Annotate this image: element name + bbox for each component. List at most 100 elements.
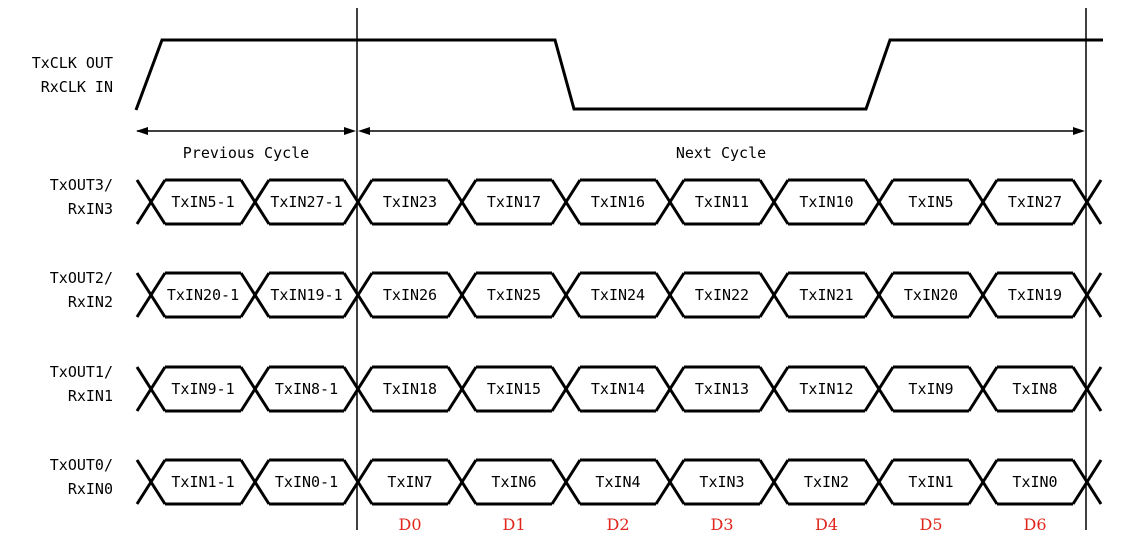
lane-3-transition-1-b: [239, 459, 271, 505]
lane-2-transition-2-b: [342, 366, 374, 412]
lane-2-transition-0-b: [135, 366, 167, 412]
lane-1-cell-1: TxIN19-1: [270, 286, 342, 304]
lane-0-cell-3: TxIN17: [487, 193, 541, 211]
bit-label-4: D4: [815, 515, 838, 534]
lane-2-transition-9-b: [1071, 366, 1103, 412]
bit-position-labels: D0 D1 D2 D3 D4 D5 D6: [398, 515, 1046, 534]
lane-1-transition-7-b: [863, 272, 895, 318]
previous-cycle-label: Previous Cycle: [183, 144, 309, 162]
lane-3-cell-5: TxIN3: [699, 473, 744, 491]
lane-3-label-line-2: RxIN0: [68, 480, 113, 498]
lane-3-cell-0: TxIN1-1: [171, 473, 234, 491]
lane-1-transition-6-b: [758, 272, 790, 318]
lane-0-transition-3-b: [446, 179, 478, 225]
lane-1-cell-3: TxIN25: [487, 286, 541, 304]
lane-0-cell-5: TxIN11: [695, 193, 749, 211]
lane-2: TxOUT1/RxIN1 TxIN9-1 TxIN8-1 TxIN18 TxIN15 Tx…: [50, 363, 1103, 413]
lane-3-transition-9-b: [1071, 459, 1103, 505]
lane-3-transition-3-b: [446, 459, 478, 505]
bit-label-0: D0: [398, 515, 421, 534]
lane-2-transition-7-b: [863, 366, 895, 412]
lane-3-cell-6: TxIN2: [804, 473, 849, 491]
lane-1-cell-2: TxIN26: [383, 286, 437, 304]
lane-0-transition-0-b: [135, 179, 167, 225]
lane-3-transition-2-b: [342, 459, 374, 505]
next-cycle-arrow-left: [358, 127, 370, 135]
lane-3-cell-3: TxIN6: [491, 473, 536, 491]
clock-waveform: [134, 38, 1103, 111]
lane-2-transition-6-b: [758, 366, 790, 412]
lane-2-cell-8: TxIN8: [1012, 380, 1057, 398]
lane-2-transition-8-b: [967, 366, 999, 412]
lane-2-label-line-2: RxIN1: [68, 387, 113, 405]
lane-2-cell-1: TxIN8-1: [275, 380, 338, 398]
lane-0-cell-8: TxIN27: [1008, 193, 1062, 211]
lane-1-transition-2-b: [342, 272, 374, 318]
previous-cycle-span: Previous Cycle: [136, 127, 356, 162]
next-cycle-span: Next Cycle: [358, 127, 1085, 162]
lane-3-cell-8: TxIN0: [1012, 473, 1057, 491]
lane-2-transition-3-b: [446, 366, 478, 412]
lane-0-transition-1-b: [239, 179, 271, 225]
lane-3-cell-4: TxIN4: [595, 473, 640, 491]
lane-0-transition-2-b: [342, 179, 374, 225]
lane-0-cell-4: TxIN16: [591, 193, 645, 211]
lane-1-cell-7: TxIN20: [904, 286, 958, 304]
lane-0-cell-7: TxIN5: [908, 193, 953, 211]
lane-1-cell-0: TxIN20-1: [167, 286, 239, 304]
lane-3-cell-7: TxIN1: [908, 473, 953, 491]
lane-1: TxOUT2/RxIN2 TxIN20-1 TxIN19-1 TxIN26 TxIN25…: [50, 269, 1103, 319]
lane-0-transition-8-b: [967, 179, 999, 225]
lane-2-cell-7: TxIN9: [908, 380, 953, 398]
lane-1-cell-8: TxIN19: [1008, 286, 1062, 304]
lane-3-transition-4-b: [550, 459, 582, 505]
lane-1-label-line-2: RxIN2: [68, 293, 113, 311]
lane-0-cell-2: TxIN23: [383, 193, 437, 211]
lane-2-label-line-1: TxOUT1/: [50, 363, 113, 381]
lane-3-cell-2: TxIN7: [387, 473, 432, 491]
lane-2-transition-1-b: [239, 366, 271, 412]
next-cycle-label: Next Cycle: [676, 144, 766, 162]
lane-3-transition-0-b: [135, 459, 167, 505]
lane-0-cell-0: TxIN5-1: [171, 193, 234, 211]
previous-cycle-arrow-right: [344, 127, 356, 135]
bit-label-5: D5: [919, 515, 942, 534]
lane-0-transition-4-b: [550, 179, 582, 225]
lane-1-transition-8-b: [967, 272, 999, 318]
lane-1-transition-5-b: [654, 272, 686, 318]
lane-2-cell-6: TxIN12: [799, 380, 853, 398]
lane-0-transition-6-b: [758, 179, 790, 225]
next-cycle-arrow-right: [1073, 127, 1085, 135]
lane-3-transition-7-b: [863, 459, 895, 505]
lane-1-transition-1-b: [239, 272, 271, 318]
lane-0-label-line-2: RxIN3: [68, 200, 113, 218]
bit-label-3: D3: [710, 515, 733, 534]
bit-label-1: D1: [502, 515, 525, 534]
lane-1-transition-9-b: [1071, 272, 1103, 318]
lane-3-cell-1: TxIN0-1: [275, 473, 338, 491]
lane-1-cell-6: TxIN21: [799, 286, 853, 304]
lane-2-cell-2: TxIN18: [383, 380, 437, 398]
lane-0-cell-1: TxIN27-1: [270, 193, 342, 211]
lane-1-transition-3-b: [446, 272, 478, 318]
lane-2-cell-3: TxIN15: [487, 380, 541, 398]
lane-0-cell-6: TxIN10: [799, 193, 853, 211]
lane-2-cell-0: TxIN9-1: [171, 380, 234, 398]
lane-1-label-line-1: TxOUT2/: [50, 269, 113, 287]
bit-label-2: D2: [606, 515, 629, 534]
lane-1-cell-4: TxIN24: [591, 286, 645, 304]
clock-label-line-1: TxCLK OUT: [32, 54, 113, 72]
bit-label-6: D6: [1023, 515, 1046, 534]
lane-2-transition-4-b: [550, 366, 582, 412]
lane-0-transition-5-b: [654, 179, 686, 225]
lane-2-cell-4: TxIN14: [591, 380, 645, 398]
previous-cycle-arrow-left: [136, 127, 148, 135]
lane-0-transition-9-b: [1071, 179, 1103, 225]
lane-1-cell-5: TxIN22: [695, 286, 749, 304]
lane-1-transition-4-b: [550, 272, 582, 318]
lane-0-transition-7-b: [863, 179, 895, 225]
